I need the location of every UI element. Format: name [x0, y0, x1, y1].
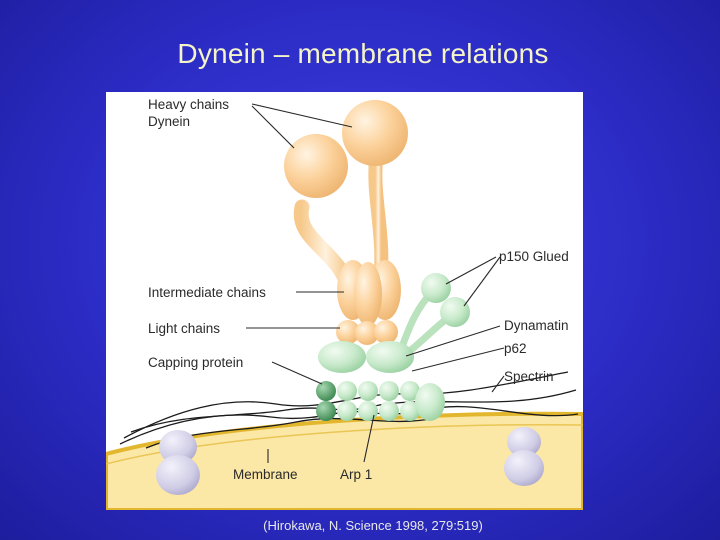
label-intermediate-chains: Intermediate chains	[148, 285, 266, 300]
label-spectrin: Spectrin	[504, 369, 554, 384]
slide-title: Dynein – membrane relations	[177, 38, 549, 69]
intermediate-chains	[337, 260, 401, 326]
label-capping-protein: Capping protein	[148, 355, 243, 370]
label-dynein: Dynein	[148, 114, 190, 129]
transmembrane-protein-left	[156, 430, 200, 495]
light-chains	[336, 320, 398, 345]
label-light-chains: Light chains	[148, 321, 220, 336]
dynein-diagram: Heavy chains Dynein Intermediate chains …	[106, 92, 583, 510]
transmembrane-protein-right	[504, 427, 544, 486]
label-arp1: Arp 1	[340, 467, 372, 482]
label-p62: p62	[504, 341, 527, 356]
dynactin-base	[318, 341, 414, 373]
citation: (Hirokawa, N. Science 1998, 279:519)	[263, 518, 483, 533]
label-heavy-chains: Heavy chains	[148, 97, 229, 112]
label-p150-glued: p150 Glued	[499, 249, 569, 264]
arp1-filament	[316, 381, 445, 421]
label-dynamatin: Dynamatin	[504, 318, 569, 333]
diagram-canvas: Heavy chains Dynein Intermediate chains …	[106, 97, 583, 510]
leader-lines	[246, 103, 505, 463]
label-membrane: Membrane	[233, 467, 298, 482]
p150-glued	[398, 273, 470, 358]
